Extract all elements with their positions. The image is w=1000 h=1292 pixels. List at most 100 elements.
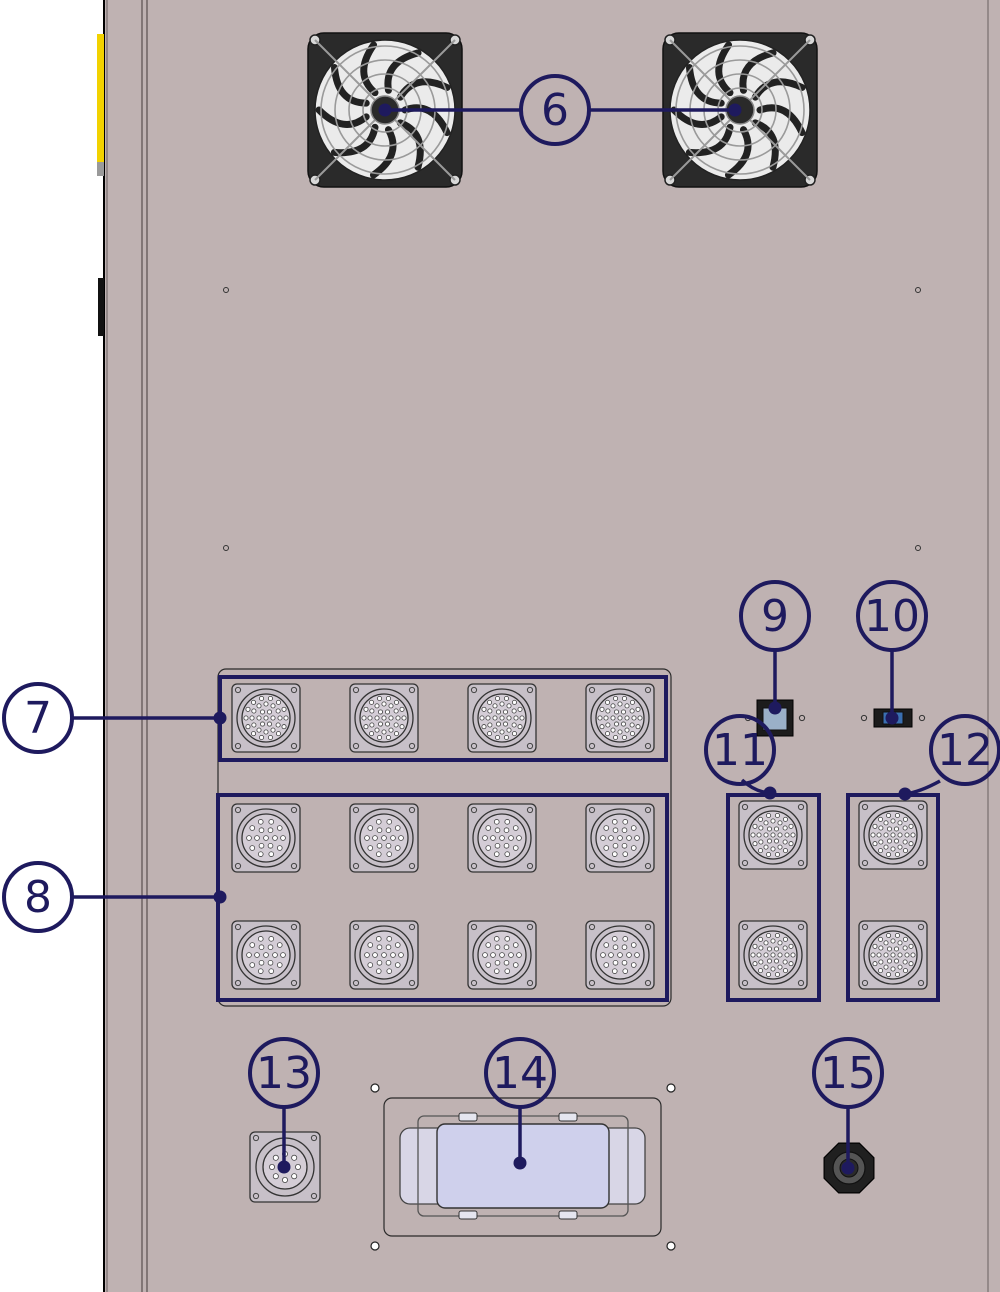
connector-screw: [741, 923, 749, 931]
connector-pin: [399, 724, 405, 730]
mounting-hole: [666, 1083, 676, 1093]
connector-pin: [487, 708, 493, 714]
connector-pin: [897, 832, 903, 838]
connector-pin: [763, 832, 769, 838]
connector-pin: [508, 952, 514, 958]
connector-pin: [258, 827, 265, 834]
connector-pin: [883, 832, 889, 838]
connector-pin: [603, 825, 610, 831]
connector-pin: [375, 819, 382, 825]
connector-pin: [894, 838, 900, 844]
connector-pin: [605, 722, 611, 728]
connector-pin: [249, 962, 256, 968]
connector-pin: [485, 942, 492, 948]
connector-pin: [375, 936, 382, 942]
connector-pin: [254, 952, 260, 958]
leader-dot: [768, 701, 782, 715]
connector-screw: [290, 742, 298, 750]
connector-pin: [243, 715, 249, 721]
connector-screw: [408, 923, 416, 931]
connector-pin: [883, 964, 889, 970]
connector-pin: [263, 715, 269, 721]
connector-pin: [610, 715, 616, 721]
connector-pin: [782, 945, 788, 951]
connector-pin: [385, 827, 392, 834]
connector-pin: [597, 715, 603, 721]
circular-connector-icon: [349, 683, 419, 753]
fan-blade: [330, 123, 379, 157]
connector-screw: [917, 979, 925, 987]
callout-number: 15: [820, 1048, 876, 1099]
connector-pin: [267, 944, 274, 951]
circular-connector-icon: [585, 920, 655, 990]
connector-pin: [363, 706, 369, 712]
connector-pin: [375, 851, 382, 857]
connector-pin: [626, 835, 632, 841]
callout-number: 14: [492, 1048, 548, 1099]
connector-pin: [381, 729, 387, 735]
connector-screw: [470, 686, 478, 694]
connector-screw: [290, 686, 298, 694]
connector-pin: [393, 699, 399, 705]
connector-pin: [782, 968, 788, 974]
connector-pin: [270, 727, 276, 733]
connector-pin: [634, 835, 640, 841]
fan-blade: [685, 123, 734, 157]
connector-screw: [310, 1134, 318, 1142]
callout-9: 9: [739, 580, 811, 652]
connector-pin: [504, 968, 511, 974]
connector-pin: [630, 845, 637, 851]
connector-pin: [385, 944, 392, 951]
connector-pin: [790, 832, 796, 838]
connector-pin: [270, 715, 276, 721]
circular-connector-icon: [858, 800, 928, 870]
connector-pin: [767, 826, 773, 832]
connector-pin: [375, 968, 382, 974]
connector-pin: [376, 827, 383, 834]
connector-pin: [367, 845, 374, 851]
connector-pin: [763, 964, 769, 970]
connector-screw: [861, 979, 869, 987]
connector-pin: [388, 715, 394, 721]
connector-pin: [617, 835, 623, 841]
connector-pin: [766, 813, 772, 819]
connector-pin: [617, 701, 623, 707]
connector-pin: [386, 936, 393, 942]
connector-pin: [611, 851, 618, 857]
connector-pin: [281, 1177, 288, 1184]
connector-pin: [251, 708, 257, 714]
mounting-hole: [918, 714, 926, 722]
connector-pin: [503, 696, 509, 702]
connector-screw: [588, 862, 596, 870]
connector-pin: [504, 819, 511, 825]
connector-pin: [883, 820, 889, 826]
connector-pin: [617, 952, 623, 958]
leader-dot: [277, 1160, 291, 1174]
callout-number: 6: [541, 85, 569, 136]
connector-pin: [908, 943, 914, 949]
connector-screw: [234, 806, 242, 814]
connector-pin: [384, 709, 390, 715]
connector-pin: [263, 835, 269, 841]
connector-pin: [788, 943, 794, 949]
connector-pin: [624, 703, 630, 709]
hatch-mount-plate: [383, 1097, 662, 1237]
connector-pin: [621, 721, 627, 727]
connector-pin: [897, 964, 903, 970]
side-handle-yellow: [97, 34, 104, 162]
connector-screw: [470, 742, 478, 750]
connector-pin: [608, 952, 614, 958]
connector-pin: [611, 819, 618, 825]
connector-pin: [878, 968, 884, 974]
connector-pin: [281, 724, 287, 730]
connector-pin: [390, 835, 396, 841]
connector-pin: [878, 816, 884, 822]
connector-pin: [763, 940, 769, 946]
connector-screw: [588, 979, 596, 987]
connector-pin: [492, 727, 498, 733]
connector-pin: [876, 832, 882, 838]
connector-pin: [254, 835, 260, 841]
connector-pin: [374, 715, 380, 721]
connector-pin: [512, 942, 519, 948]
